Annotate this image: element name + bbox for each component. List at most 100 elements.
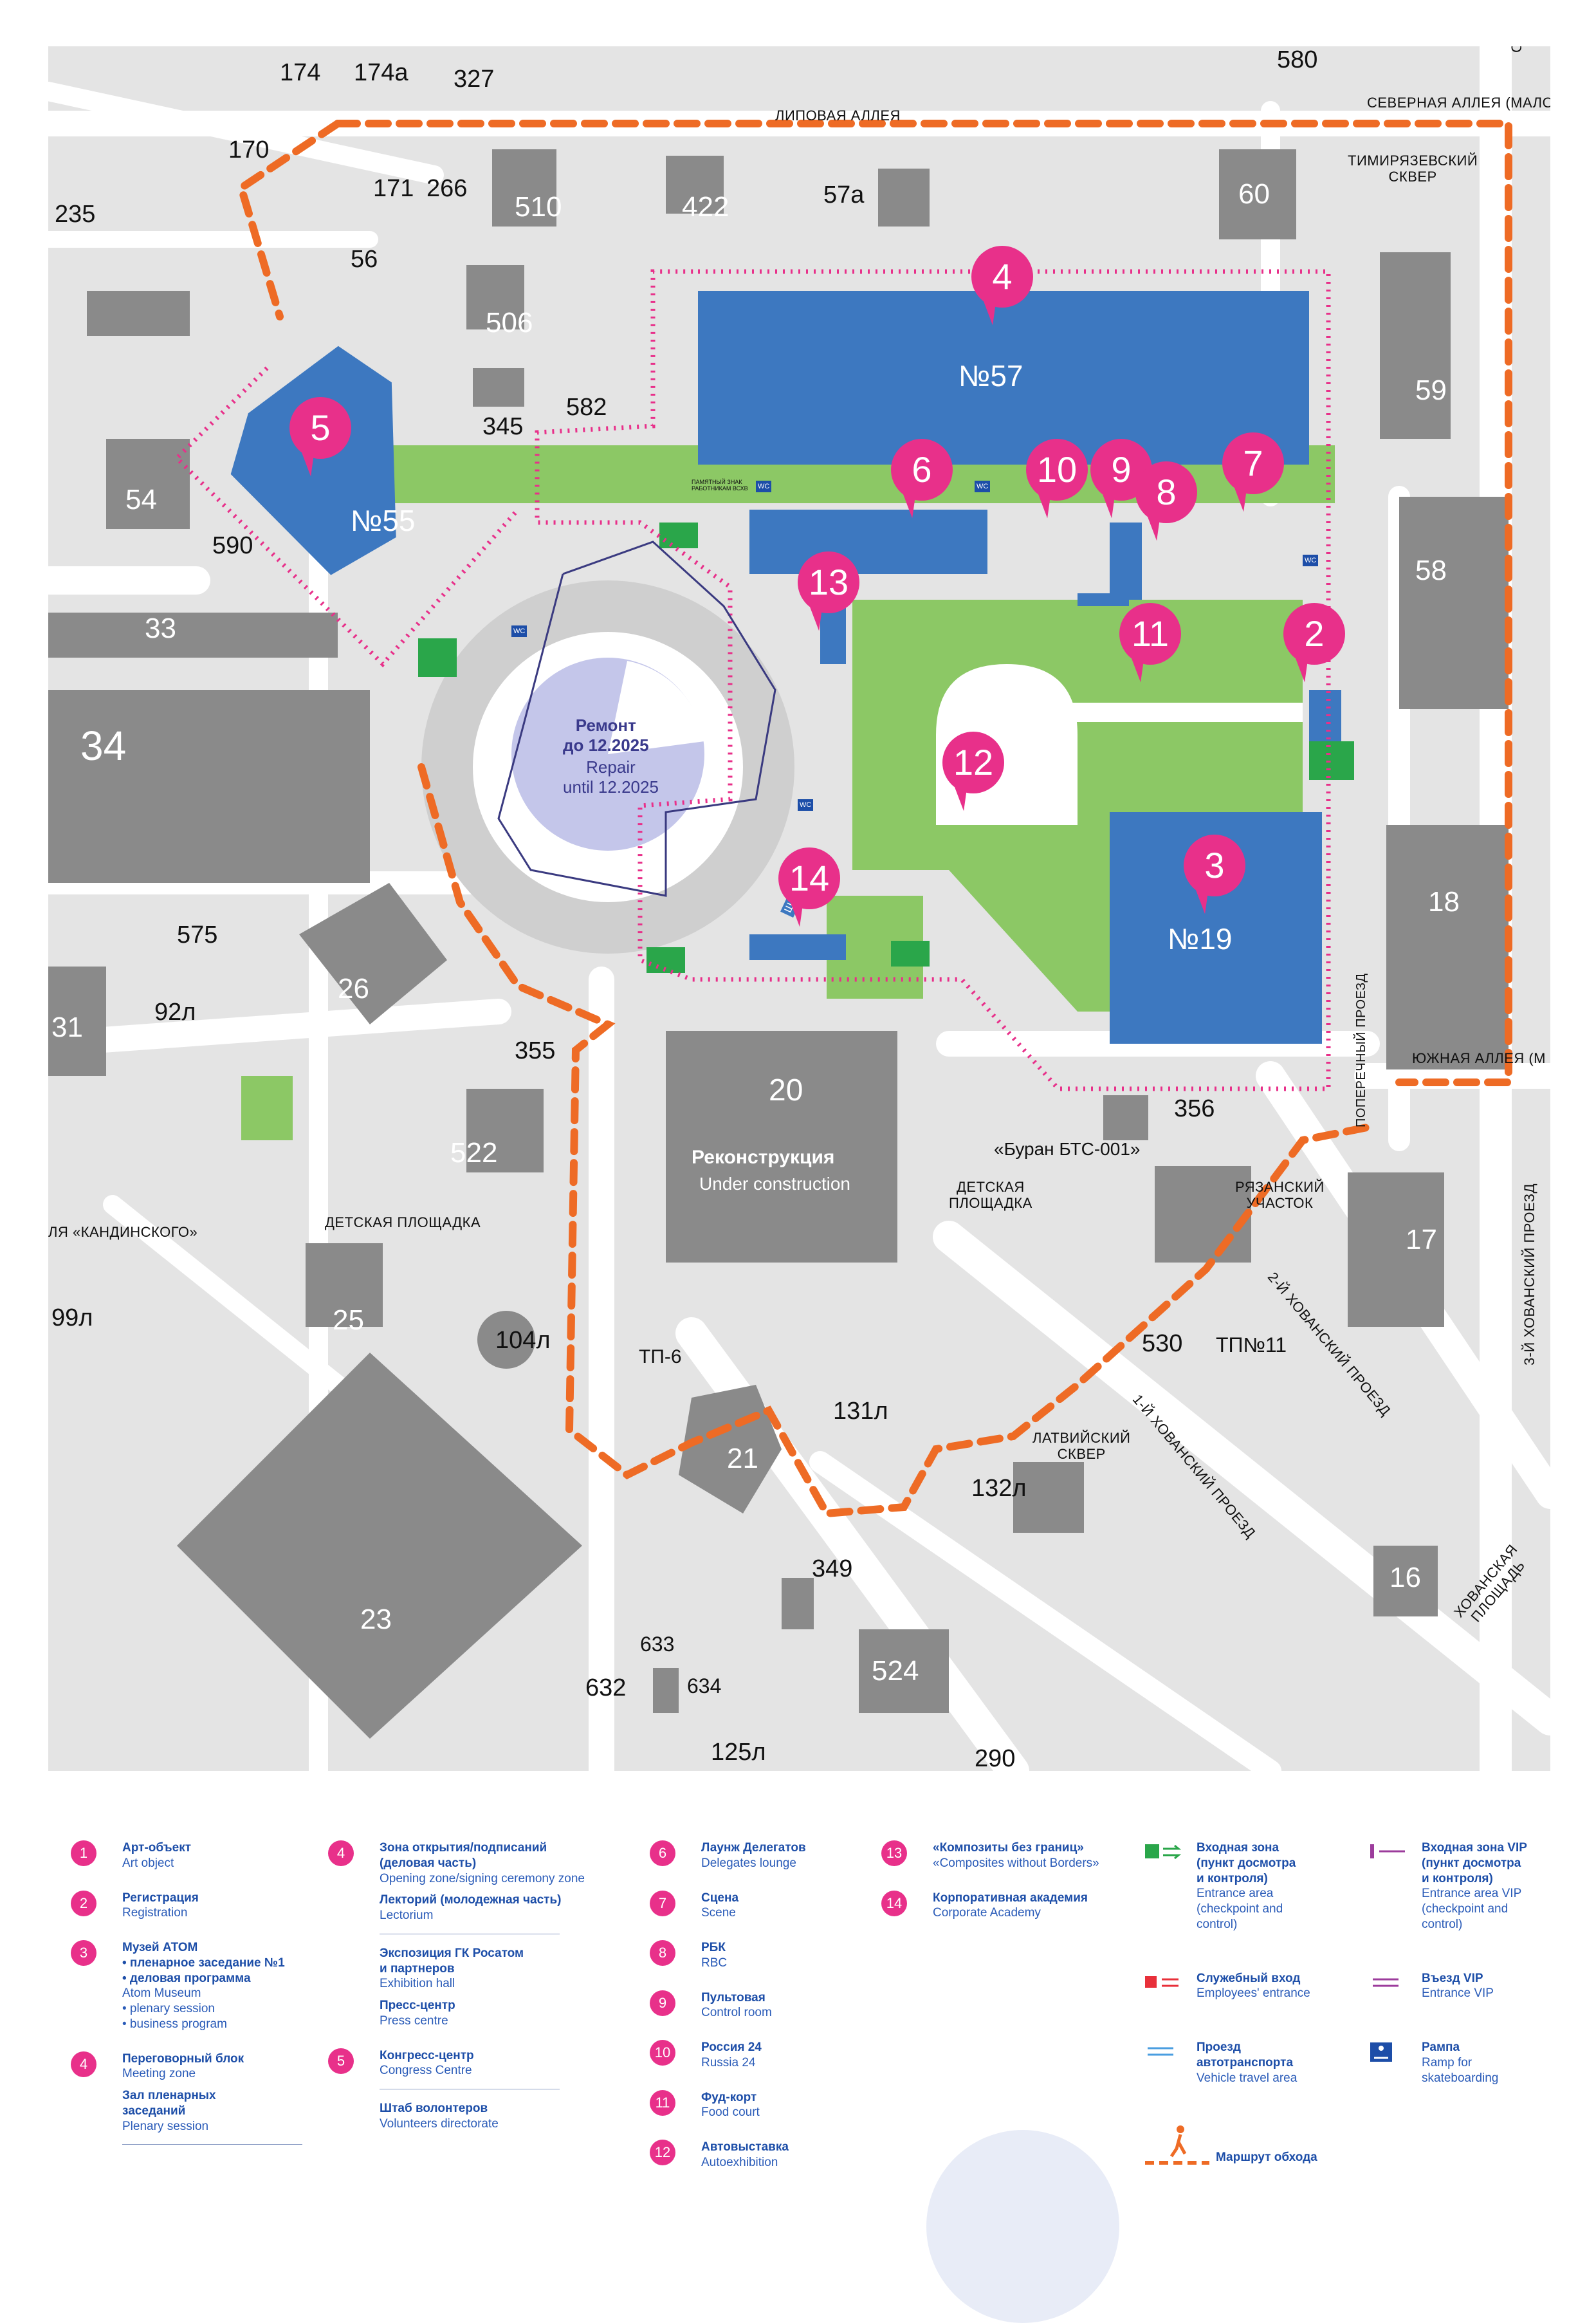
zone-pin-4[interactable]: 4 (971, 246, 1033, 308)
zone-pin-11[interactable]: 11 (1119, 603, 1181, 665)
legend-subtitle: «Composites without Borders» (933, 1856, 1099, 1870)
street-yuzhnaya: ЮЖНАЯ АЛЛЕЯ (М (1412, 1050, 1546, 1066)
building-number: 349 (812, 1555, 853, 1582)
legend-item-7: 7 Сцена Scene (650, 1890, 862, 1921)
zone-pin-12[interactable]: 12 (942, 732, 1004, 793)
legend-item-12: 12 Автовыставка Autoexhibition (650, 2140, 862, 2170)
legend-title: «Композиты без границ» (933, 1841, 1084, 1855)
place-latvian: ЛАТВИЙСКИЙ СКВЕР (1032, 1430, 1131, 1463)
legend-item-8: 8 РБК RBC (650, 1940, 862, 1971)
building-number: 290 (975, 1745, 1016, 1771)
zone-pin-10[interactable]: 10 (1026, 439, 1088, 501)
legend-subtitle: Food court (701, 2106, 760, 2120)
legend-title: Россия 24 (701, 2041, 762, 2054)
building-number: 266 (427, 175, 468, 202)
legend-title: Экспозиция ГК Росатом и партнеров (380, 1946, 524, 1976)
legend-subtitle: Congress Centre (380, 2064, 472, 2078)
legend-vip-entry: Въезд VIP Entrance VIP (1370, 1971, 1582, 2002)
building-number: 174а (354, 59, 408, 86)
legend-item-5: 5 Конгресс-центр Congress Centre Штаб во… (328, 2048, 624, 2132)
building-number: 522 (450, 1137, 498, 1169)
building-number: 632 (585, 1674, 627, 1701)
legend-subtitle: Meeting zone (122, 2067, 196, 2081)
legend-title: Пультовая (701, 1990, 766, 2004)
wc-icon: WC (756, 481, 772, 492)
legend-title: Регистрация (122, 1891, 199, 1905)
legend-skate-ramp: Рампа Ramp for skateboarding (1370, 2040, 1582, 2086)
street-khovansky-3: 3-Й ХОВАНСКИЙ ПРОЕЗД (1521, 1183, 1537, 1365)
zone-pin-7[interactable]: 7 (1222, 432, 1284, 494)
legend-number: 2 (71, 1890, 96, 1916)
legend-number: 10 (650, 2040, 675, 2066)
legend-title: Фуд-корт (701, 2090, 757, 2104)
entrance-area-icon (1145, 1844, 1182, 1860)
repair-note-en: Repair until 12.2025 (563, 757, 659, 797)
vip-entrance-icon (1370, 1844, 1405, 1858)
place-kandinsky: ЛЯ «КАНДИНСКОГО» (48, 1224, 198, 1240)
building-number: 57а (823, 181, 865, 208)
legend-item-14: 14 Корпоративная академия Corporate Acad… (881, 1890, 1139, 1921)
legend-subtitle: Registration (122, 1906, 188, 1920)
place-buran: «Буран БТС-001» (994, 1139, 1141, 1159)
zone-pin-13[interactable]: 13 (798, 551, 859, 613)
building-number: 132л (971, 1475, 1027, 1502)
street-severnaya: СЕВЕРНАЯ АЛЛЕЯ (МАЛО (1367, 95, 1550, 111)
legend-column-6: Входная зона VIP (пункт досмотра и контр… (1370, 1840, 1582, 2105)
building-number: 356 (1174, 1095, 1215, 1122)
building-number: 104л (495, 1327, 551, 1354)
legend-title: Проезд автотранспорта (1197, 2041, 1294, 2069)
building-number: 510 (515, 191, 562, 223)
building-number: 18 (1428, 886, 1460, 918)
wc-icon: WC (1303, 555, 1319, 566)
legend-subtitle: Delegates lounge (701, 1856, 796, 1870)
legend-column-4: 13 «Композиты без границ» «Composites wi… (881, 1840, 1139, 1940)
legend-item-4a: 4 Переговорный блок Meeting zone Зал пле… (71, 2051, 367, 2145)
walking-person-icon (1145, 2125, 1209, 2165)
building-number: 590 (212, 532, 253, 559)
legend-number: 11 (650, 2089, 675, 2116)
legend-column-2: 4 Зона открытия/подписаний (деловая част… (328, 1840, 624, 2151)
legend-vip-entrance-area: Входная зона VIP (пункт досмотра и контр… (1370, 1840, 1582, 1932)
legend-subtitle: Exhibition hall (380, 1977, 455, 1991)
zone-pin-2[interactable]: 2 (1283, 603, 1345, 665)
reconstruction-en: Under construction (699, 1174, 851, 1194)
zone-pin-3[interactable]: 3 (1184, 835, 1245, 896)
legend-title: Лаунж Делегатов (701, 1841, 806, 1855)
building-number: 634 (687, 1674, 722, 1698)
repair-note-ru: Ремонт до 12.2025 (563, 716, 649, 755)
zone-pin-9[interactable]: 9 (1090, 439, 1152, 501)
place-timiryazev: ТИМИРЯЗЕВСКИЙ СКВЕР (1348, 153, 1478, 185)
building-number: 54 (125, 484, 157, 515)
building-number: 345 (482, 413, 524, 440)
building-number: 633 (640, 1633, 675, 1656)
memorial-sign: ПАМЯТНЫЙ ЗНАК РАБОТНИКАМ ВСХВ (692, 479, 748, 492)
building-number: 25 (333, 1304, 364, 1336)
building-number: 170 (228, 136, 270, 163)
place-detskaya-1: ДЕТСКАЯ ПЛОЩАДКА (325, 1214, 481, 1230)
reconstruction-ru: Реконструкция (692, 1147, 835, 1168)
zone-pin-5[interactable]: 5 (289, 397, 351, 459)
legend-subtitle: Lectorium (380, 1909, 434, 1922)
zone-pin-8[interactable]: 8 (1135, 461, 1197, 523)
legend-title: Входная зона VIP (пункт досмотра и контр… (1422, 1841, 1527, 1885)
building-number: 575 (177, 921, 218, 949)
building-number: ТП-6 (639, 1346, 682, 1367)
legend-subtitle: Control room (701, 2006, 772, 2020)
legend-title: Зона открытия/подписаний (деловая часть) (380, 1841, 547, 1870)
zone-pin-6[interactable]: 6 (891, 439, 953, 501)
legend-item-3: 3 Музей АТОМ • пленарное заседание №1 • … (71, 1940, 367, 2032)
zone-pin-14[interactable]: 14 (778, 847, 840, 909)
venue-map[interactable]: №57 №55 №19 Ремонт до 12.2025 Repair unt… (48, 46, 1550, 1771)
legend-entrance-area: Входная зона (пункт досмотра и контроля)… (1145, 1840, 1370, 1932)
building-number: 56 (351, 246, 378, 273)
legend-number: 9 (650, 1990, 675, 2016)
legend-title: Служебный вход (1197, 1971, 1301, 1985)
legend-subtitle: Entrance area VIP (checkpoint and contro… (1422, 1887, 1522, 1931)
building-number: 235 (55, 201, 96, 228)
building-number: 59 (1415, 375, 1447, 406)
legend-subtitle: Press centre (380, 2013, 448, 2028)
building-number: 92л (154, 999, 196, 1026)
street-lipovaya: ЛИПОВАЯ АЛЛЕЯ (775, 107, 901, 124)
building-number: 21 (727, 1443, 758, 1474)
legend-subtitle: Autoexhibition (701, 2155, 778, 2169)
